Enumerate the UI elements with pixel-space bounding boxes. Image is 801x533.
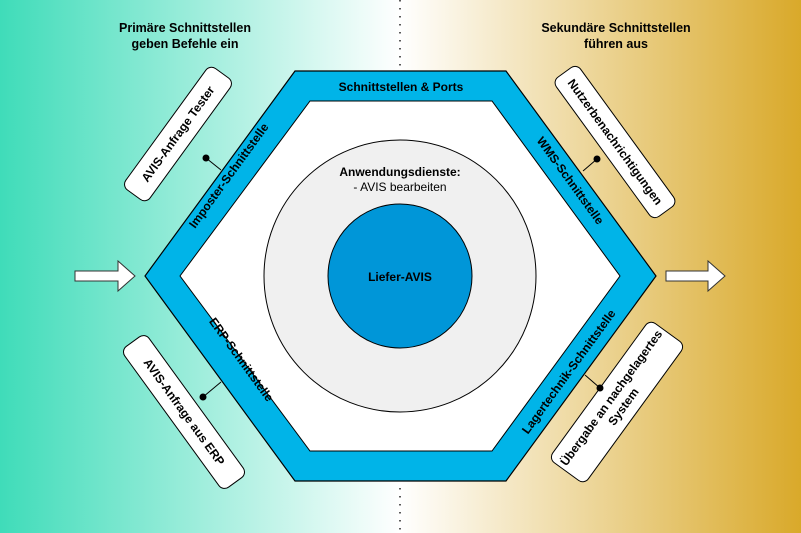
adapter-box [554,65,676,219]
connector-dot-top-left [202,154,210,162]
domain-circle [327,203,473,349]
connector-dot-top-right [593,155,601,163]
adapter-box [124,66,232,202]
primary-heading-line1: Primäre Schnittstellen [119,21,251,35]
primary-heading-line2: geben Befehle ein [132,37,239,51]
connector-dot-bottom-left [199,393,207,401]
adapter-box [123,335,245,489]
arrow-right-icon [74,259,136,293]
secondary-heading-line1: Sekundäre Schnittstellen [541,21,690,35]
ports-title: Schnittstellen & Ports [339,80,464,94]
connector-dot-bottom-right [596,384,604,392]
connector-bottom-left [202,381,222,398]
secondary-heading-line2: führen aus [584,37,648,51]
domain-label: Liefer-AVIS [368,270,432,284]
arrow-right-icon [665,259,726,293]
application-service-item: - AVIS bearbeiten [353,180,446,194]
outgoing-arrow [665,259,726,293]
incoming-arrow [74,259,136,293]
application-services-title: Anwendungsdienste: [339,165,460,179]
